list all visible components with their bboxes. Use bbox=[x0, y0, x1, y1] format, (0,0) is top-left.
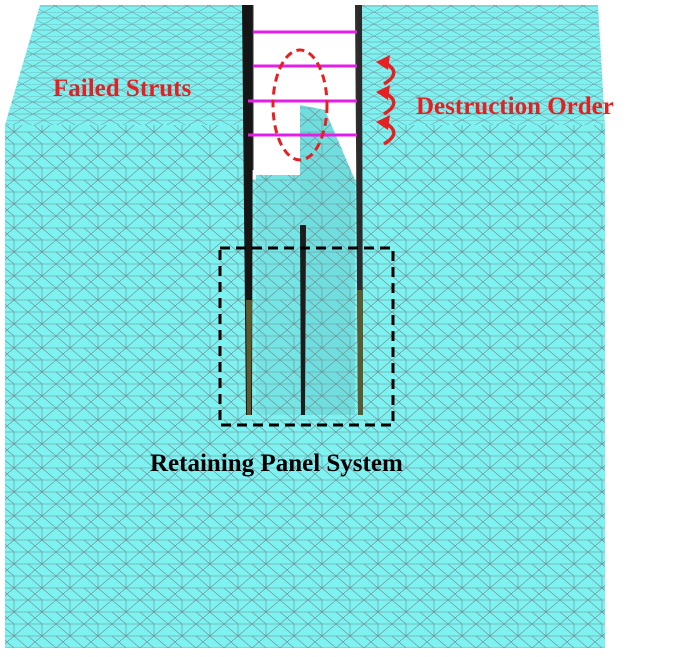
dashed-box bbox=[218, 246, 395, 427]
label-retaining-panel-system: Retaining Panel System bbox=[150, 450, 403, 477]
struts-group bbox=[248, 30, 357, 137]
label-destruction-order: Destruction Order bbox=[416, 93, 614, 120]
label-failed-struts: Failed Struts bbox=[53, 75, 191, 102]
retaining-panel-middle bbox=[300, 225, 306, 415]
dashed-ellipse bbox=[271, 48, 329, 162]
